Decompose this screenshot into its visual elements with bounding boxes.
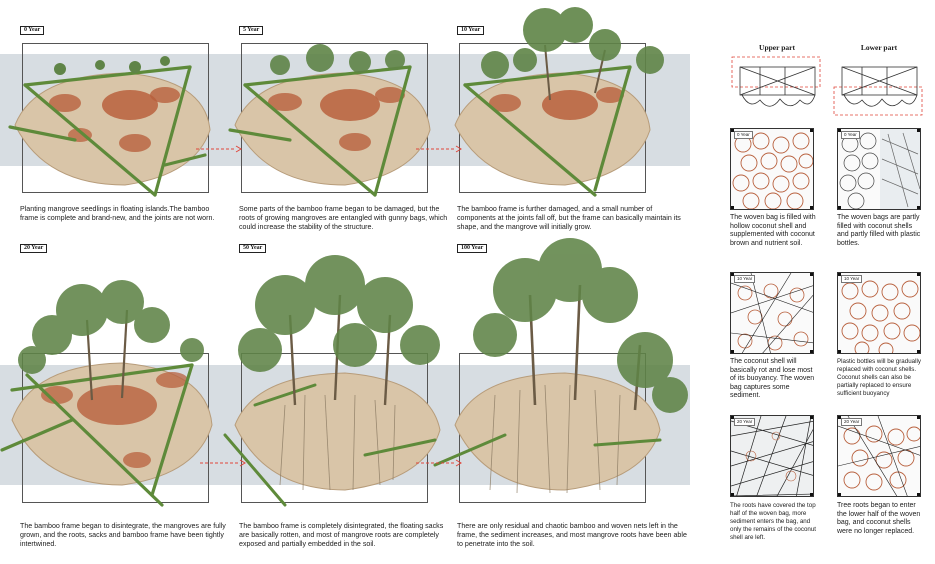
tile-year-label: 10 Year (734, 275, 755, 283)
stage-caption: Some parts of the bamboo frame began to … (239, 205, 449, 232)
island-0-illustration (5, 55, 220, 205)
tile-year-label: 10 Year (841, 275, 862, 283)
arrow-right-icon (200, 459, 246, 467)
island-5-illustration (225, 40, 440, 205)
tile-caption: The roots have covered the top half of t… (730, 502, 822, 542)
stage-caption: The bamboo frame began to disintegrate, … (20, 522, 230, 549)
tile-year-label: 0 Year (734, 131, 753, 139)
tile-lower-20-year: 20 Year (837, 415, 921, 497)
stage-year-label: 50 Year (239, 244, 266, 253)
tile-lower-0-year: 0 Year (837, 128, 921, 210)
stage-caption: The bamboo frame is further damaged, and… (457, 205, 682, 232)
tile-lower-10-year: 10 Year (837, 272, 921, 354)
island-50-illustration (225, 255, 450, 510)
stage-caption: Planting mangrove seedlings in floating … (20, 205, 225, 223)
tile-upper-10-year: 10 Year (730, 272, 814, 354)
island-20-illustration (2, 280, 222, 510)
stage-year-label: 0 Year (20, 26, 44, 35)
island-10-illustration (445, 5, 690, 205)
tile-upper-0-year: 0 Year (730, 128, 814, 210)
tile-caption: Tree roots began to enter the lower half… (837, 502, 925, 536)
stage-caption: There are only residual and chaotic bamb… (457, 522, 687, 549)
tile-caption: Plastic bottles will be gradually replac… (837, 358, 933, 398)
tile-upper-20-year: 20 Year (730, 415, 814, 497)
tile-year-label: 20 Year (734, 418, 755, 426)
tile-year-label: 20 Year (841, 418, 862, 426)
arrow-right-icon (196, 145, 242, 153)
arrow-right-icon (416, 145, 462, 153)
stage-year-label: 10 Year (457, 26, 484, 35)
upper-part-heading: Upper part (738, 43, 816, 52)
stage-year-label: 100 Year (457, 244, 487, 253)
stage-caption: The bamboo frame is completely disintegr… (239, 522, 449, 549)
tile-year-label: 0 Year (841, 131, 860, 139)
island-100-illustration (445, 235, 690, 510)
stage-year-label: 5 Year (239, 26, 263, 35)
tile-caption: The woven bag is filled with hollow coco… (730, 214, 818, 248)
lower-part-schematic (832, 55, 927, 120)
stage-year-label: 20 Year (20, 244, 47, 253)
tile-caption: The coconut shell will basically rot and… (730, 358, 818, 401)
tile-caption: The woven bags are partly filled with co… (837, 214, 925, 248)
lower-part-heading: Lower part (840, 43, 918, 52)
arrow-right-icon (416, 459, 462, 467)
upper-part-schematic (730, 55, 825, 120)
